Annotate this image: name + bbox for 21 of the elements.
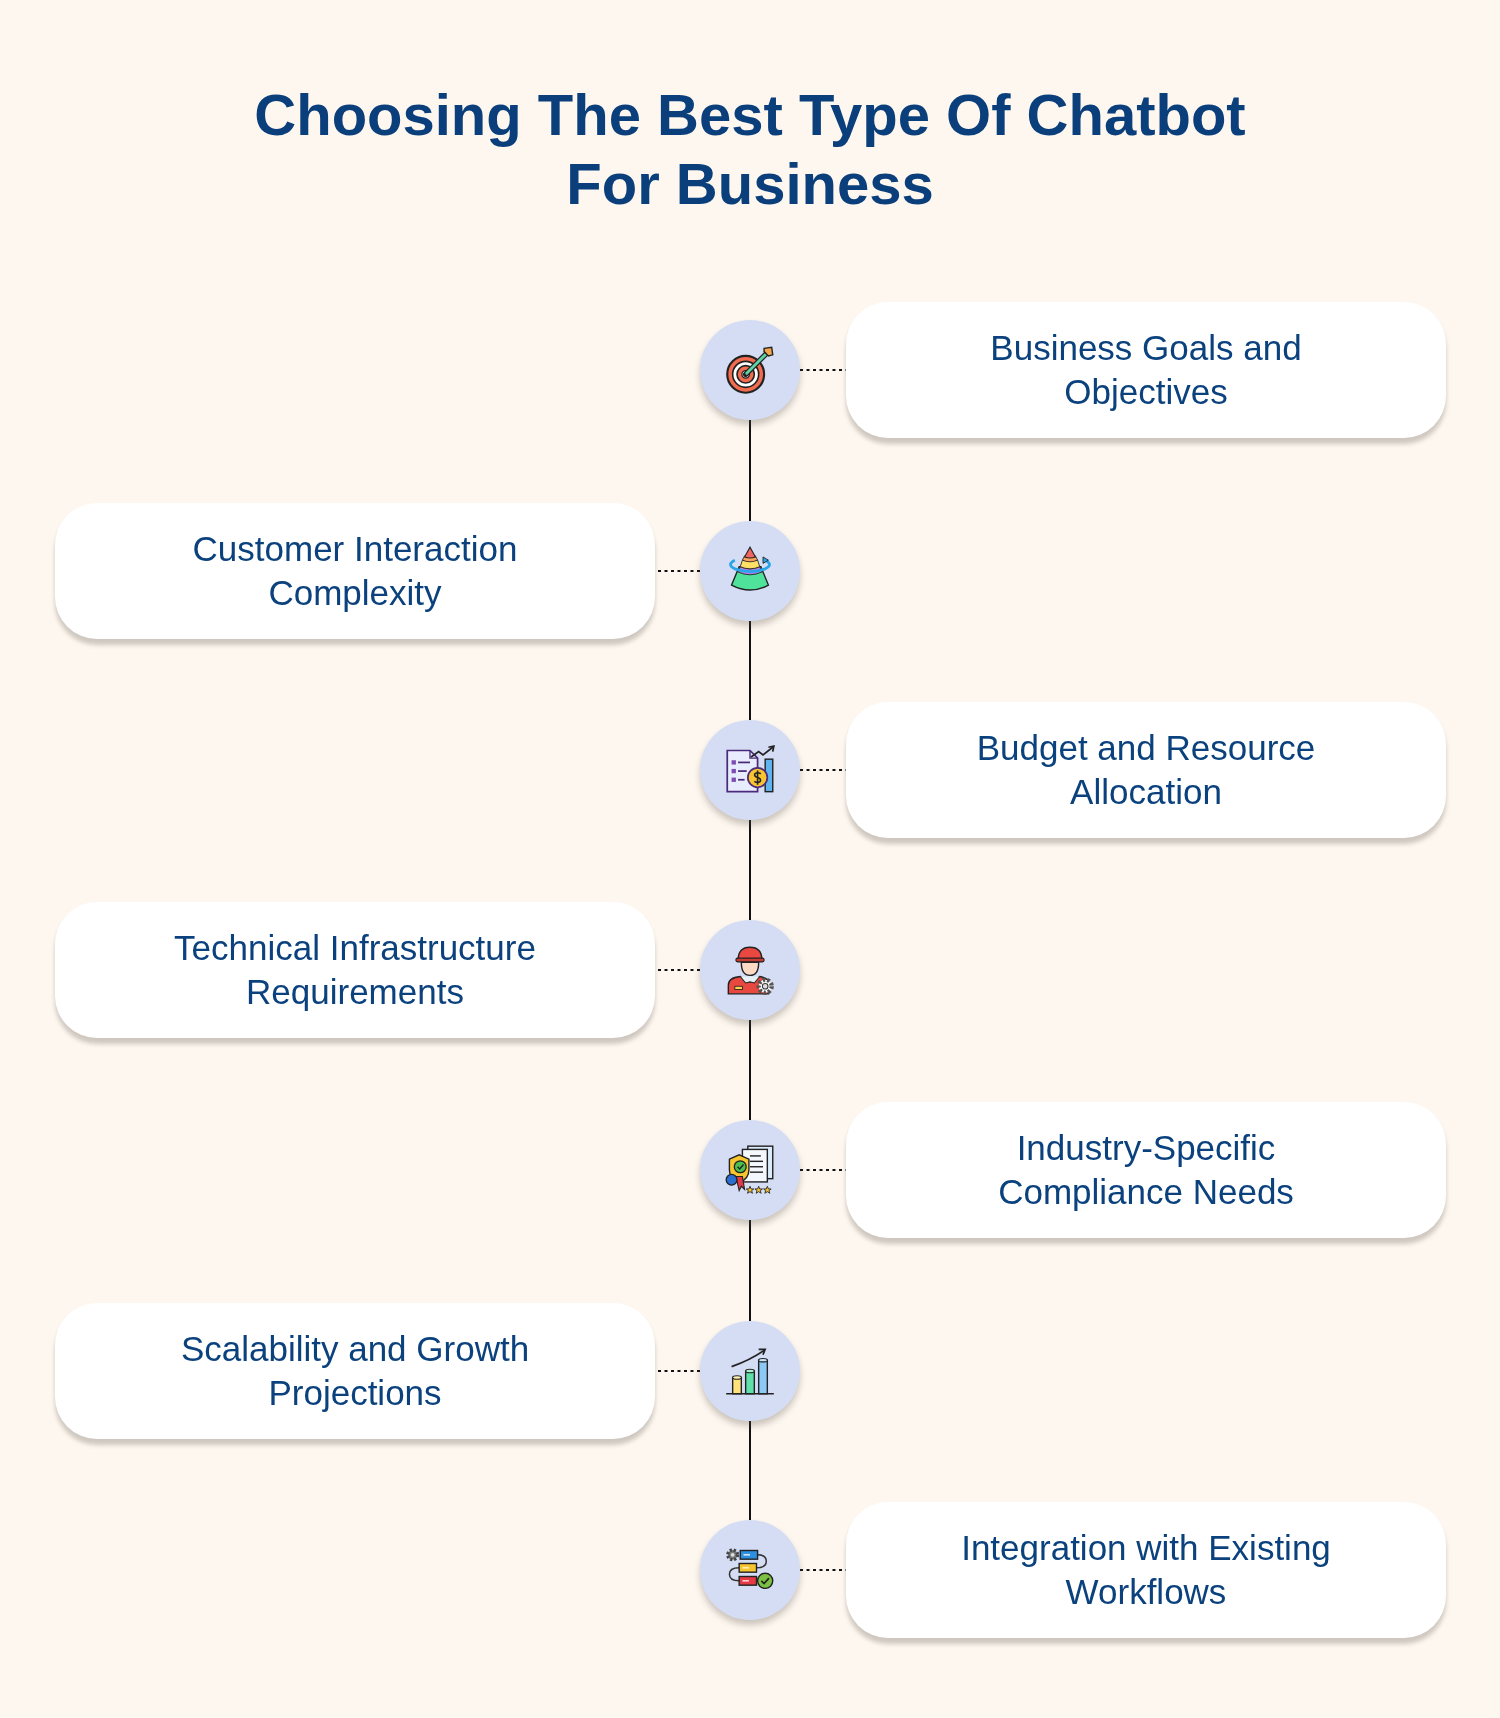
factor-card: Industry-Specific Compliance Needs xyxy=(846,1102,1446,1238)
icon-circle xyxy=(700,1321,800,1421)
connector-line xyxy=(749,1420,751,1521)
icon-circle xyxy=(700,320,800,420)
icon-circle xyxy=(700,720,800,820)
connector-line xyxy=(749,1019,751,1121)
icon-circle xyxy=(700,1120,800,1220)
connector-line xyxy=(749,419,751,522)
title: Choosing The Best Type Of Chatbot For Business xyxy=(253,81,1247,218)
icon-circle xyxy=(700,521,800,621)
factor-card: Business Goals and Objectives xyxy=(846,302,1446,438)
connector-line xyxy=(749,819,751,921)
factor-card: Integration with Existing Workflows xyxy=(846,1502,1446,1638)
factor-card: Scalability and Growth Projections xyxy=(55,1303,655,1439)
factor-card: Customer Interaction Complexity xyxy=(55,503,655,639)
icon-circle xyxy=(700,1520,800,1620)
factor-card: Budget and Resource Allocation xyxy=(846,702,1446,838)
factor-card: Technical Infrastructure Requirements xyxy=(55,902,655,1038)
icon-circle xyxy=(700,920,800,1020)
connector-line xyxy=(749,1219,751,1322)
connector-line xyxy=(749,620,751,721)
